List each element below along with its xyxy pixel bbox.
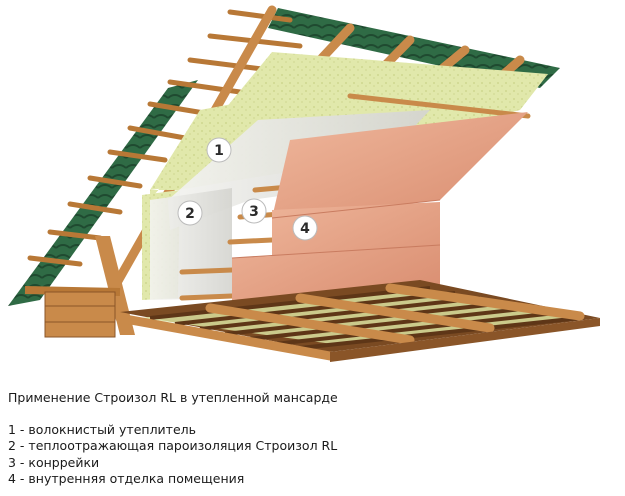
svg-text:4: 4 — [300, 221, 310, 237]
svg-text:3: 3 — [249, 204, 259, 220]
roof-tiles — [8, 8, 560, 306]
attic-roof-diagram: 1 2 3 4 — [8, 5, 600, 362]
marker-4: 4 — [292, 215, 318, 241]
caption: Применение Строизол RL в утепленной манс… — [8, 390, 618, 488]
svg-text:1: 1 — [214, 143, 224, 159]
caption-title: Применение Строизол RL в утепленной манс… — [8, 390, 338, 405]
roof-lathing — [27, 9, 303, 267]
legend-item-4: 4 - внутренняя отделка помещения — [8, 471, 245, 486]
interior-finish — [231, 112, 528, 300]
marker-2: 2 — [177, 200, 203, 226]
legend-item-2: 2 - теплоотражающая пароизоляция Строизо… — [8, 438, 338, 453]
eave-framing — [24, 236, 135, 338]
svg-text:2: 2 — [185, 206, 195, 222]
legend-item-1: 1 - волокнистый утеплитель — [8, 421, 197, 437]
marker-1: 1 — [206, 137, 232, 163]
marker-3: 3 — [241, 198, 267, 224]
floor-structure — [115, 280, 600, 362]
legend-item-3: 3 - конррейки — [8, 454, 100, 470]
